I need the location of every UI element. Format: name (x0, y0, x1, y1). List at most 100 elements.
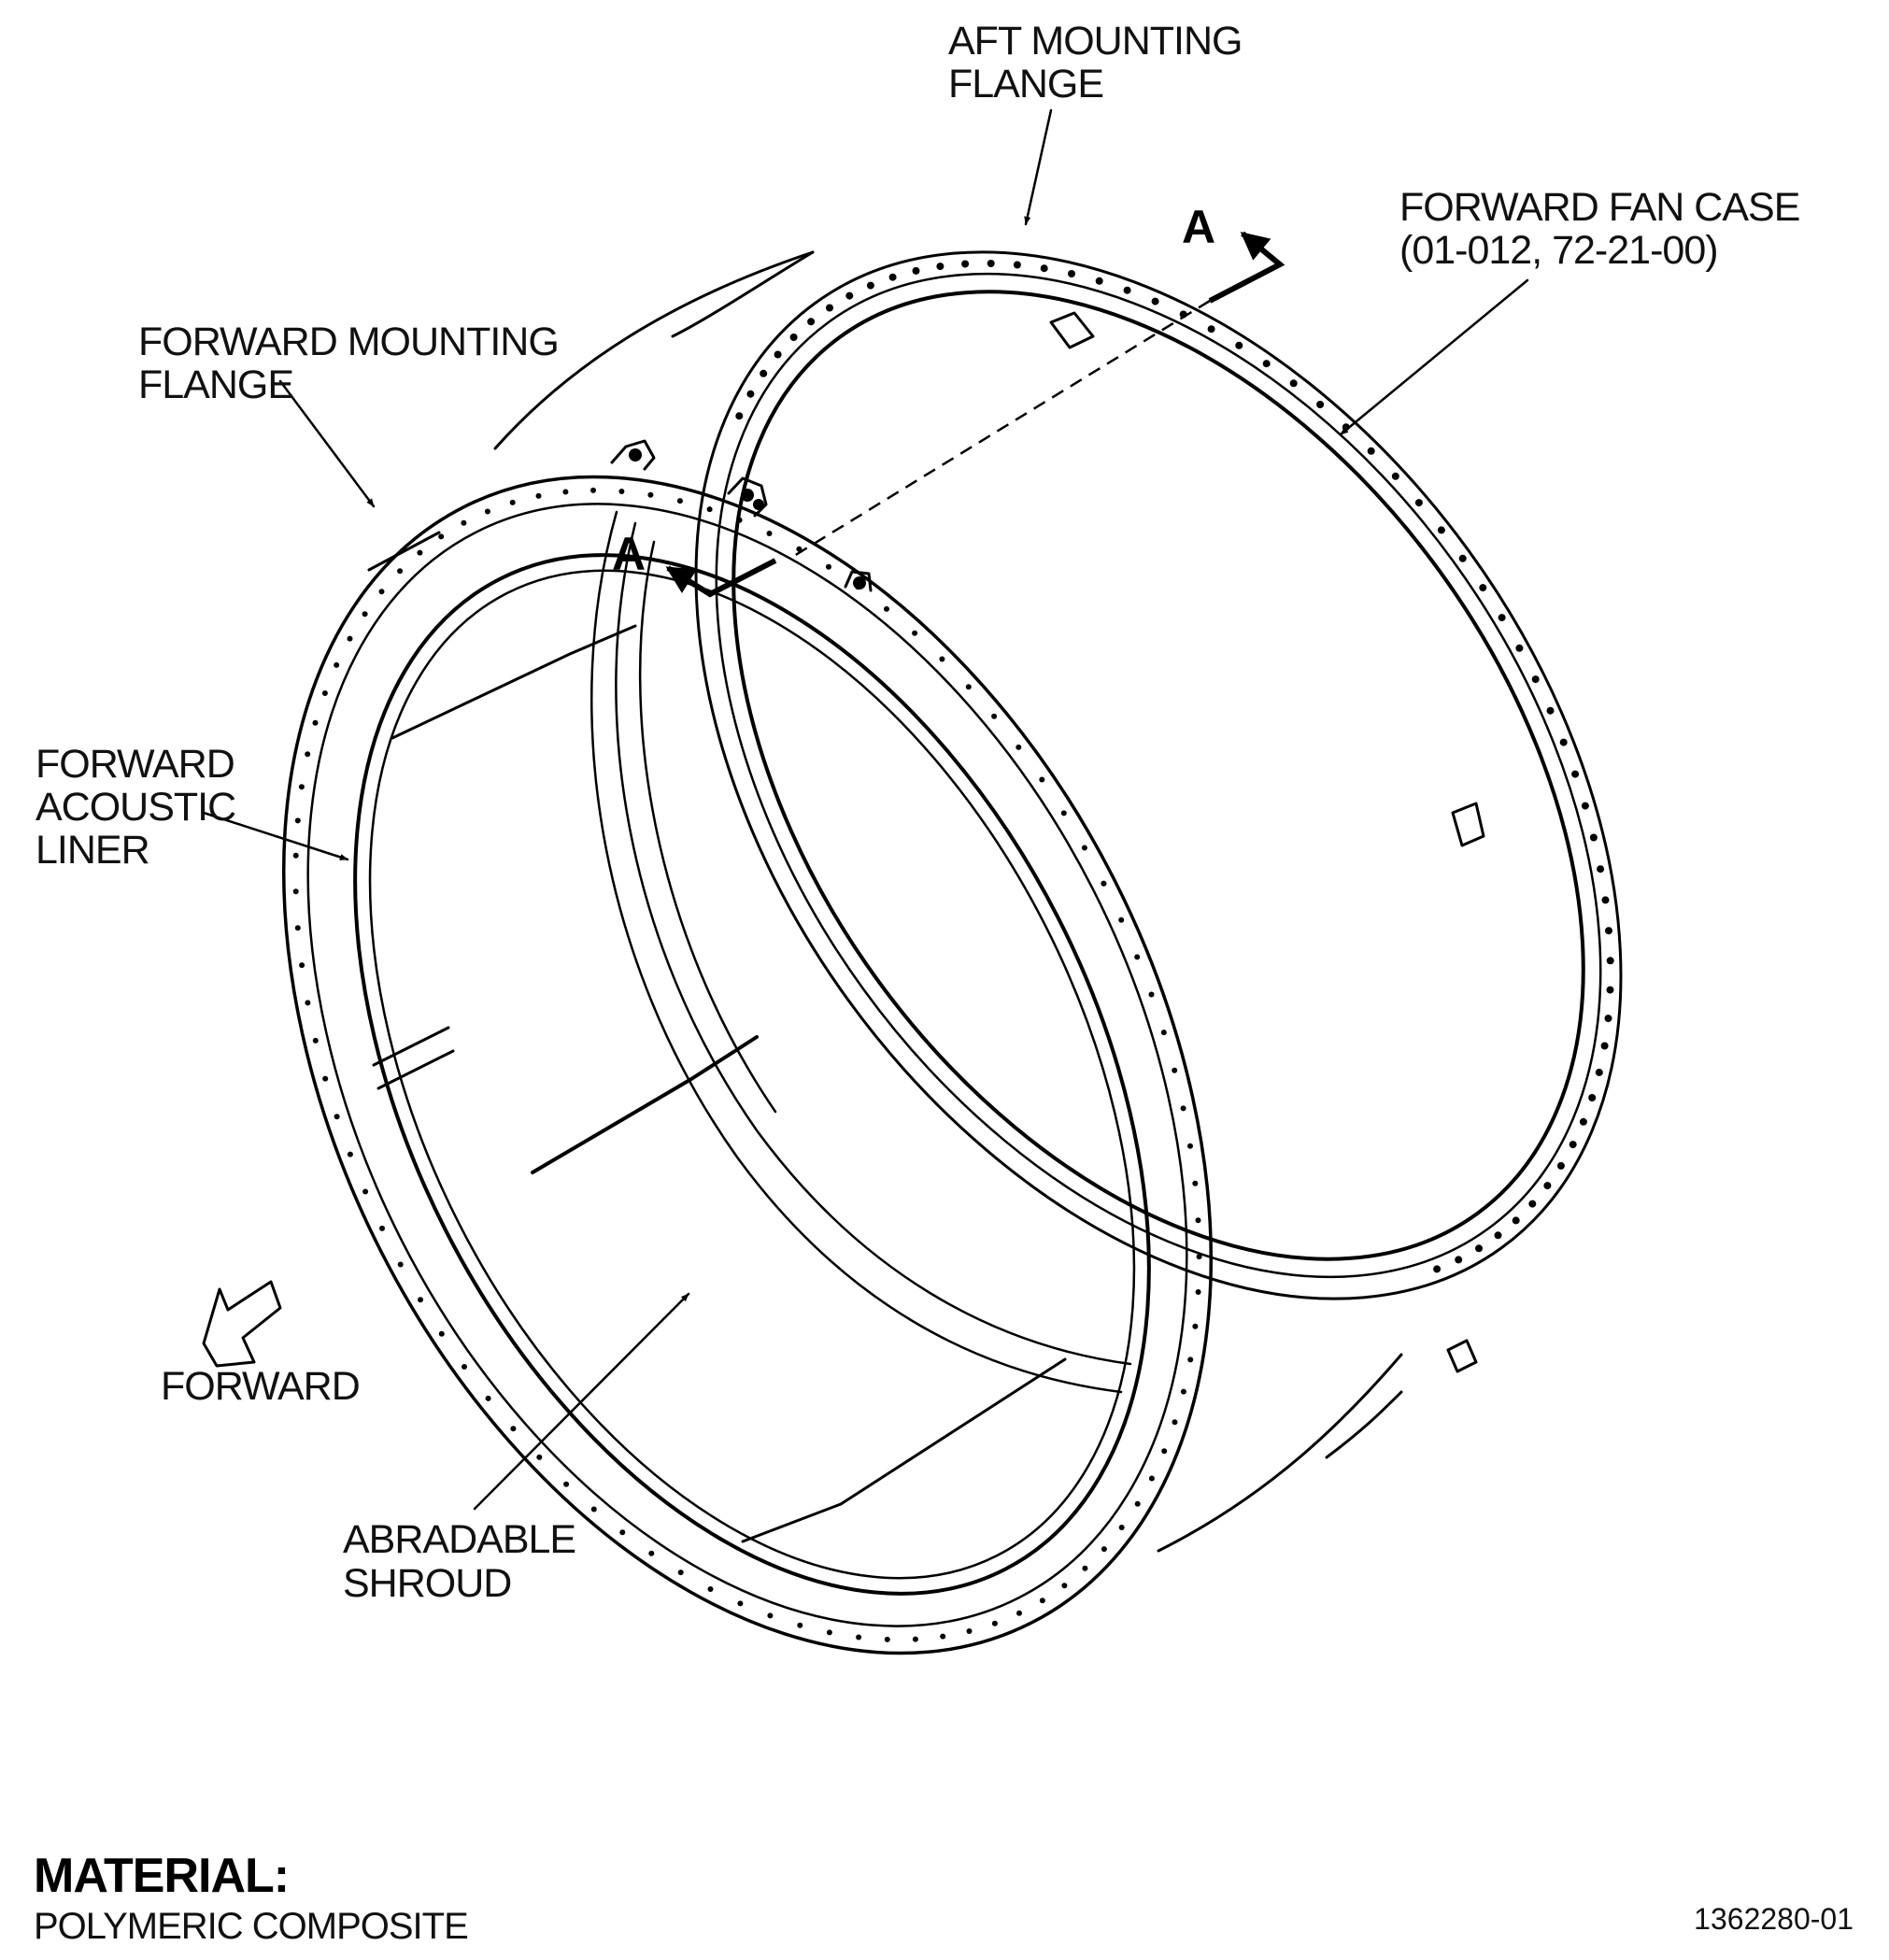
bolt-hole (1604, 1015, 1612, 1023)
bolt-hole (1546, 706, 1555, 715)
bolt-hole (438, 1330, 445, 1337)
bolt-hole (1196, 1254, 1202, 1260)
acoustic-liner-label: FORWARD ACOUSTIC LINER (36, 742, 246, 873)
bolt-hole (1161, 1448, 1168, 1455)
bolt-hole (735, 412, 744, 420)
section-marker-bottom: A (612, 528, 646, 580)
bolt-hole (509, 499, 516, 505)
bolt-hole (888, 273, 897, 281)
bolt-hole (1289, 379, 1298, 388)
bolt-hole (1391, 472, 1399, 480)
bolt-hole (1068, 270, 1075, 277)
bolt-hole (1605, 927, 1612, 935)
bolt-hole (991, 713, 998, 719)
bolt-hole (1187, 1356, 1194, 1363)
bolt-hole (347, 635, 353, 642)
bolt-hole (767, 1612, 774, 1619)
bolt-hole (1606, 986, 1614, 994)
bolt-hole (418, 1297, 423, 1303)
bolt-hole (485, 1395, 491, 1401)
bolt-hole (1600, 1042, 1609, 1050)
bolt-hole (736, 517, 743, 523)
bolt-hole (1316, 401, 1325, 408)
bolt-hole (536, 1454, 543, 1460)
material-heading: MATERIAL: (34, 1849, 289, 1903)
bolt-hole (1597, 865, 1605, 873)
bolt-hole (305, 1000, 311, 1006)
bolt-hole (884, 605, 889, 612)
bolt-hole (305, 751, 311, 758)
bolt-hole (966, 1628, 973, 1634)
bolt-hole (484, 508, 490, 515)
bolt-hole (706, 506, 713, 513)
bolt-hole (826, 563, 831, 570)
aft-flange-bolts (735, 260, 1614, 1273)
bolt-hole (1134, 1500, 1141, 1507)
bolt-hole (292, 888, 299, 895)
bolt-hole (292, 852, 299, 859)
bolt-hole (1095, 277, 1103, 285)
bolt-hole (1148, 1475, 1155, 1482)
bolt-hole (1475, 1244, 1483, 1253)
fan-case-label: FORWARD FAN CASE (01-012, 72-21-00) (1399, 185, 1810, 273)
forward-direction-label: FORWARD (161, 1364, 360, 1409)
aft-ring (694, 250, 1623, 1300)
bolt-hole (1595, 1068, 1603, 1076)
forward-ring (282, 475, 1213, 1655)
bolt-hole (334, 661, 340, 668)
bolt-hole (845, 291, 854, 300)
bolt-hole (1455, 1256, 1463, 1264)
acoustic-liner-label-line3: LINER (36, 828, 149, 873)
fan-case-label-line2: (01-012, 72-21-00) (1399, 228, 1718, 273)
bolt-hole (1195, 1217, 1201, 1224)
bolt-hole (334, 1114, 340, 1120)
leader-lines (202, 108, 1529, 1511)
bolt-hole (618, 489, 625, 494)
bolt-hole (379, 1225, 385, 1231)
bolt-hole (1013, 261, 1021, 269)
bolt-hole (1195, 1289, 1201, 1295)
bolt-hole (362, 1188, 369, 1195)
bolt-hole (1061, 1583, 1068, 1589)
aft-flange-label: AFT MOUNTING FLANGE (948, 19, 1252, 107)
bolt-hole (462, 1364, 467, 1370)
bolt-hole (1494, 1231, 1502, 1240)
bolt-hole (1235, 341, 1243, 349)
bolt-hole (362, 611, 368, 618)
bolt-hole (1039, 776, 1045, 783)
bolt-hole (438, 533, 445, 540)
bolt-hole (789, 334, 798, 341)
bolt-hole (912, 630, 918, 636)
forward-arrow-icon (202, 1280, 282, 1368)
bolt-hole (1543, 1182, 1552, 1190)
bolt-hole (912, 1636, 918, 1642)
bolt-hole (826, 304, 833, 312)
bolt-hole (647, 491, 654, 498)
bolt-hole (1437, 526, 1445, 534)
bolt-hole (1569, 1141, 1577, 1149)
bolt-hole (1151, 297, 1159, 305)
forward-flange-label-line1: FORWARD MOUNTING (138, 320, 559, 364)
bolt-hole (299, 962, 305, 969)
material-value: POLYMERIC COMPOSITE (34, 1906, 468, 1947)
bolt-hole (826, 1629, 832, 1636)
bolt-hole (1498, 614, 1506, 622)
bolt-hole (1581, 802, 1589, 810)
bolt-hole (766, 531, 773, 536)
bolt-hole (397, 568, 404, 575)
forward-flange-label: FORWARD MOUNTING FLANGE (138, 320, 569, 407)
bolt-hole (1571, 770, 1580, 778)
bolt-hole (1123, 286, 1131, 294)
bolt-hole (1556, 1161, 1565, 1170)
bolt-hole (965, 684, 972, 690)
bolt-hole (1016, 744, 1022, 750)
bolt-hole (1601, 896, 1610, 904)
bolt-hole (1134, 954, 1141, 960)
bolt-hole (563, 1481, 570, 1487)
bolt-hole (1118, 1525, 1125, 1530)
section-line-a-a (665, 231, 1285, 598)
bolt-hole (347, 1151, 353, 1158)
acoustic-liner-label-line2: ACOUSTIC (36, 785, 235, 830)
flange-lugs (610, 439, 873, 592)
bolt-hole (807, 318, 816, 326)
